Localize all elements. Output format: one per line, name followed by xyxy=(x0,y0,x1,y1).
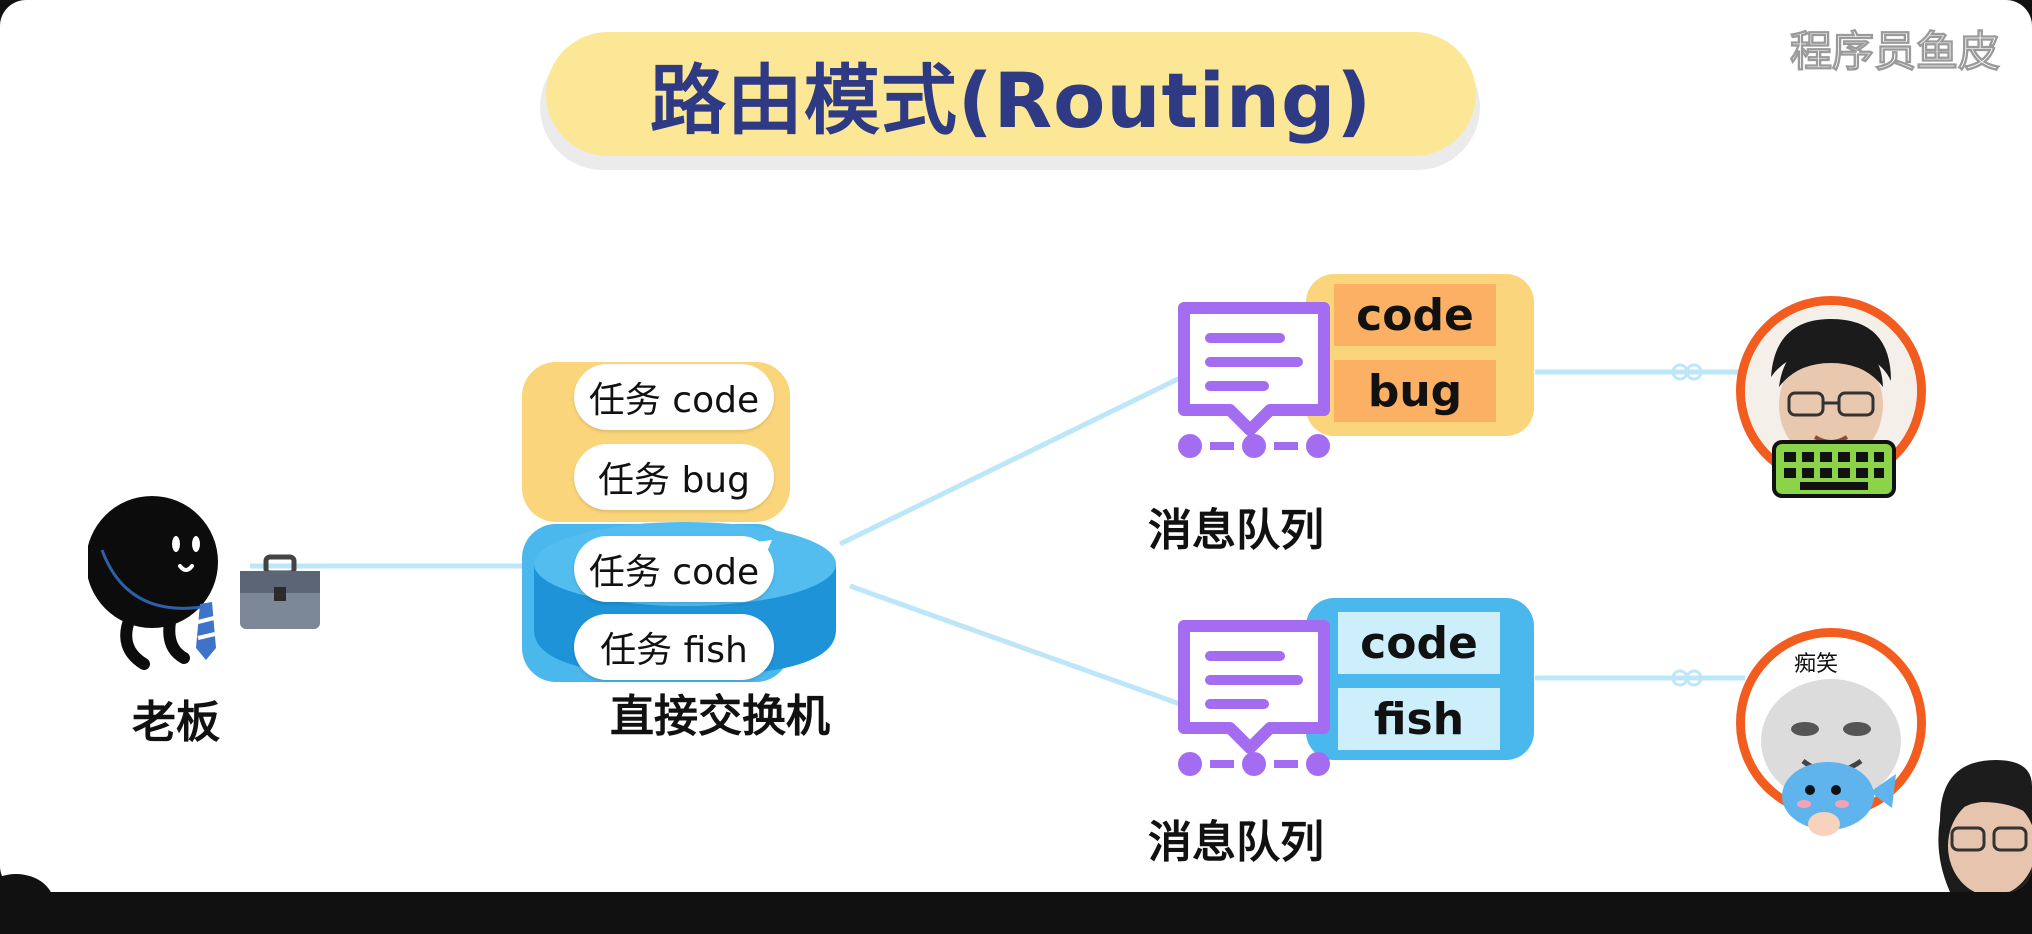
page-title: 路由模式(Routing) xyxy=(546,32,1476,156)
presenter-icon xyxy=(1938,760,2032,892)
keyboard-icon xyxy=(1772,440,1896,498)
task-pill-code-1: 任务 code xyxy=(574,364,774,430)
boss-character-icon xyxy=(88,496,218,670)
queue-2-tag-code: code xyxy=(1338,612,1500,674)
task-pill-code-2: 任务 code xyxy=(574,536,774,602)
queue-1-tag-bug: bug xyxy=(1334,360,1496,422)
queue-2-label: 消息队列 xyxy=(1148,817,1324,868)
boss-label: 老板 xyxy=(132,697,220,748)
consumer-2-badge: 痴笑 xyxy=(1794,652,1839,677)
slide: 路由模式(Routing) 程序员鱼皮 老板 任务 code 任务 bug 任务… xyxy=(0,0,2032,892)
briefcase-icon xyxy=(240,554,320,629)
line-exchange-queue1 xyxy=(838,375,1182,547)
queue-1-tag-code: code xyxy=(1334,284,1496,346)
exchange-label: 直接交换机 xyxy=(610,691,830,742)
task-pill-fish: 任务 fish xyxy=(574,614,774,680)
queue-2-tag-fish: fish xyxy=(1338,688,1500,750)
line-exchange-queue2 xyxy=(849,583,1181,707)
watermark: 程序员鱼皮 xyxy=(1789,27,2001,77)
fish-mascot-icon xyxy=(1782,762,1896,836)
connection-lines xyxy=(250,363,1745,707)
message-queue-icon xyxy=(1178,620,1330,776)
queue-1-label: 消息队列 xyxy=(1148,505,1324,556)
task-pill-bug: 任务 bug xyxy=(574,444,774,510)
message-queue-icon xyxy=(1178,302,1330,458)
